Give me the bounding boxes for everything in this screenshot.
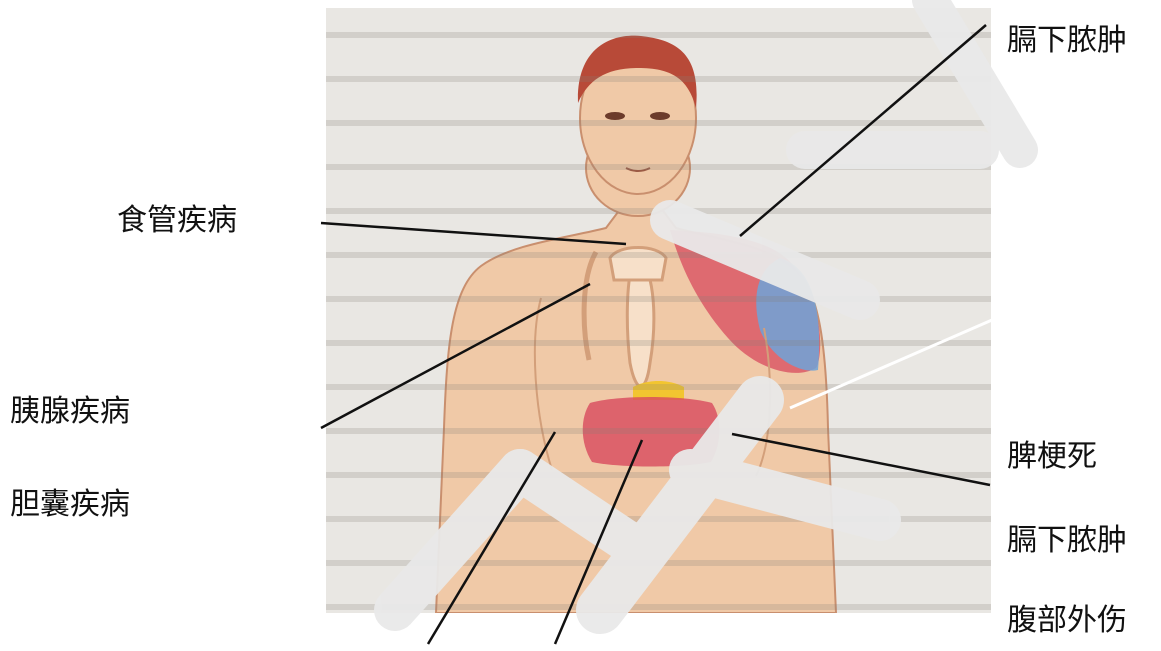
label-pancreatic-disease: 胰腺疾病 <box>10 397 130 427</box>
label-abdominal-trauma: 腹部外伤 <box>1007 606 1127 636</box>
label-spleen-infarction: 脾梗死 <box>1007 442 1097 472</box>
faded-book-text-background <box>326 8 991 613</box>
label-subphrenic-abscess-bottom: 膈下脓肿 <box>1007 526 1127 556</box>
label-subphrenic-abscess-top: 膈下脓肿 <box>1007 26 1127 56</box>
anatomy-illustration <box>326 8 991 613</box>
label-esophageal-disease: 食管疾病 <box>117 206 237 236</box>
label-gallbladder-disease: 胆囊疾病 <box>10 490 130 520</box>
